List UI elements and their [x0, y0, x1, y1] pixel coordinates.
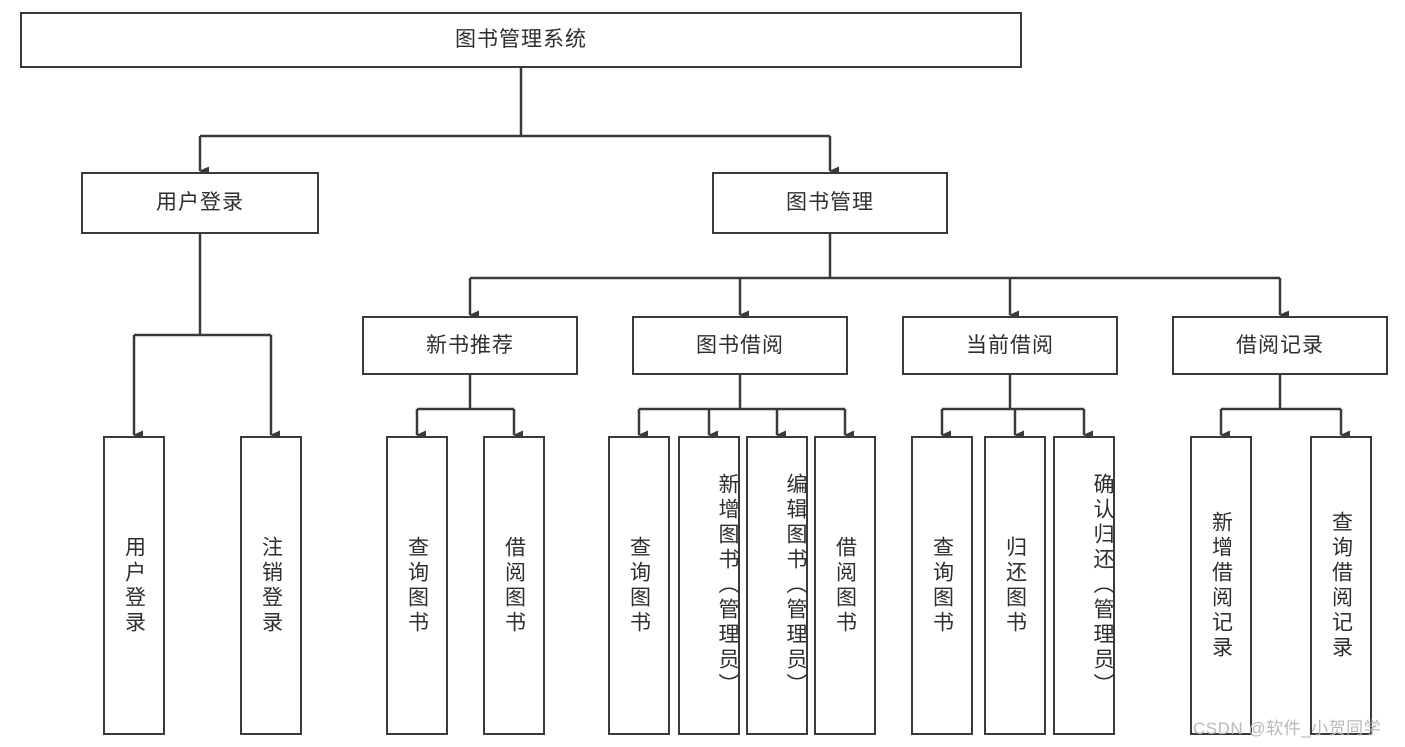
node-label: 查询借阅记录 [1329, 510, 1353, 661]
node-label: 用户登录 [156, 191, 244, 215]
node-leaf-borrow-book: 借阅图书 [814, 436, 876, 735]
node-label: 用户登录 [122, 535, 146, 636]
node-label: 查询图书 [405, 535, 429, 636]
node-label: 图书借阅 [696, 333, 784, 357]
node-leaf-add-book: 新增图书（管理员） [678, 436, 740, 735]
node-label: 确认归还（管理员） [1091, 473, 1114, 698]
node-label: 借阅图书 [833, 535, 857, 636]
node-label: 编辑图书（管理员） [784, 473, 807, 698]
node-label: 查询图书 [627, 535, 651, 636]
watermark: CSDN @软件_小贺同学 [1193, 719, 1382, 738]
node-new-book-rec: 新书推荐 [362, 316, 578, 375]
node-label: 图书管理 [786, 191, 874, 215]
node-leaf-edit-book: 编辑图书（管理员） [746, 436, 808, 735]
node-leaf-query-record: 查询借阅记录 [1310, 436, 1372, 735]
node-user-login: 用户登录 [81, 172, 319, 234]
node-leaf-add-record: 新增借阅记录 [1190, 436, 1252, 735]
node-leaf-borrow-book-rec: 借阅图书 [483, 436, 545, 735]
node-label: 注销登录 [259, 535, 283, 636]
node-label: 图书管理系统 [455, 28, 587, 52]
node-book-borrow: 图书借阅 [632, 316, 848, 375]
node-label: 借阅记录 [1236, 333, 1324, 357]
node-label: 查询图书 [930, 535, 954, 636]
node-leaf-user-login: 用户登录 [103, 436, 165, 735]
node-label: 借阅图书 [502, 535, 526, 636]
node-leaf-return-book: 归还图书 [984, 436, 1046, 735]
node-book-manage: 图书管理 [712, 172, 948, 234]
node-label: 新增借阅记录 [1209, 510, 1233, 661]
node-label: 归还图书 [1003, 535, 1027, 636]
node-label: 当前借阅 [966, 333, 1054, 357]
node-leaf-query-book: 查询图书 [608, 436, 670, 735]
node-leaf-query-book-cur: 查询图书 [911, 436, 973, 735]
node-leaf-user-logout: 注销登录 [240, 436, 302, 735]
node-label: 新书推荐 [426, 333, 514, 357]
node-label: 新增图书（管理员） [716, 473, 739, 698]
node-leaf-query-book-rec: 查询图书 [386, 436, 448, 735]
node-borrow-record: 借阅记录 [1172, 316, 1388, 375]
node-root: 图书管理系统 [20, 12, 1022, 68]
node-current-borrow: 当前借阅 [902, 316, 1118, 375]
node-leaf-confirm-return: 确认归还（管理员） [1053, 436, 1115, 735]
